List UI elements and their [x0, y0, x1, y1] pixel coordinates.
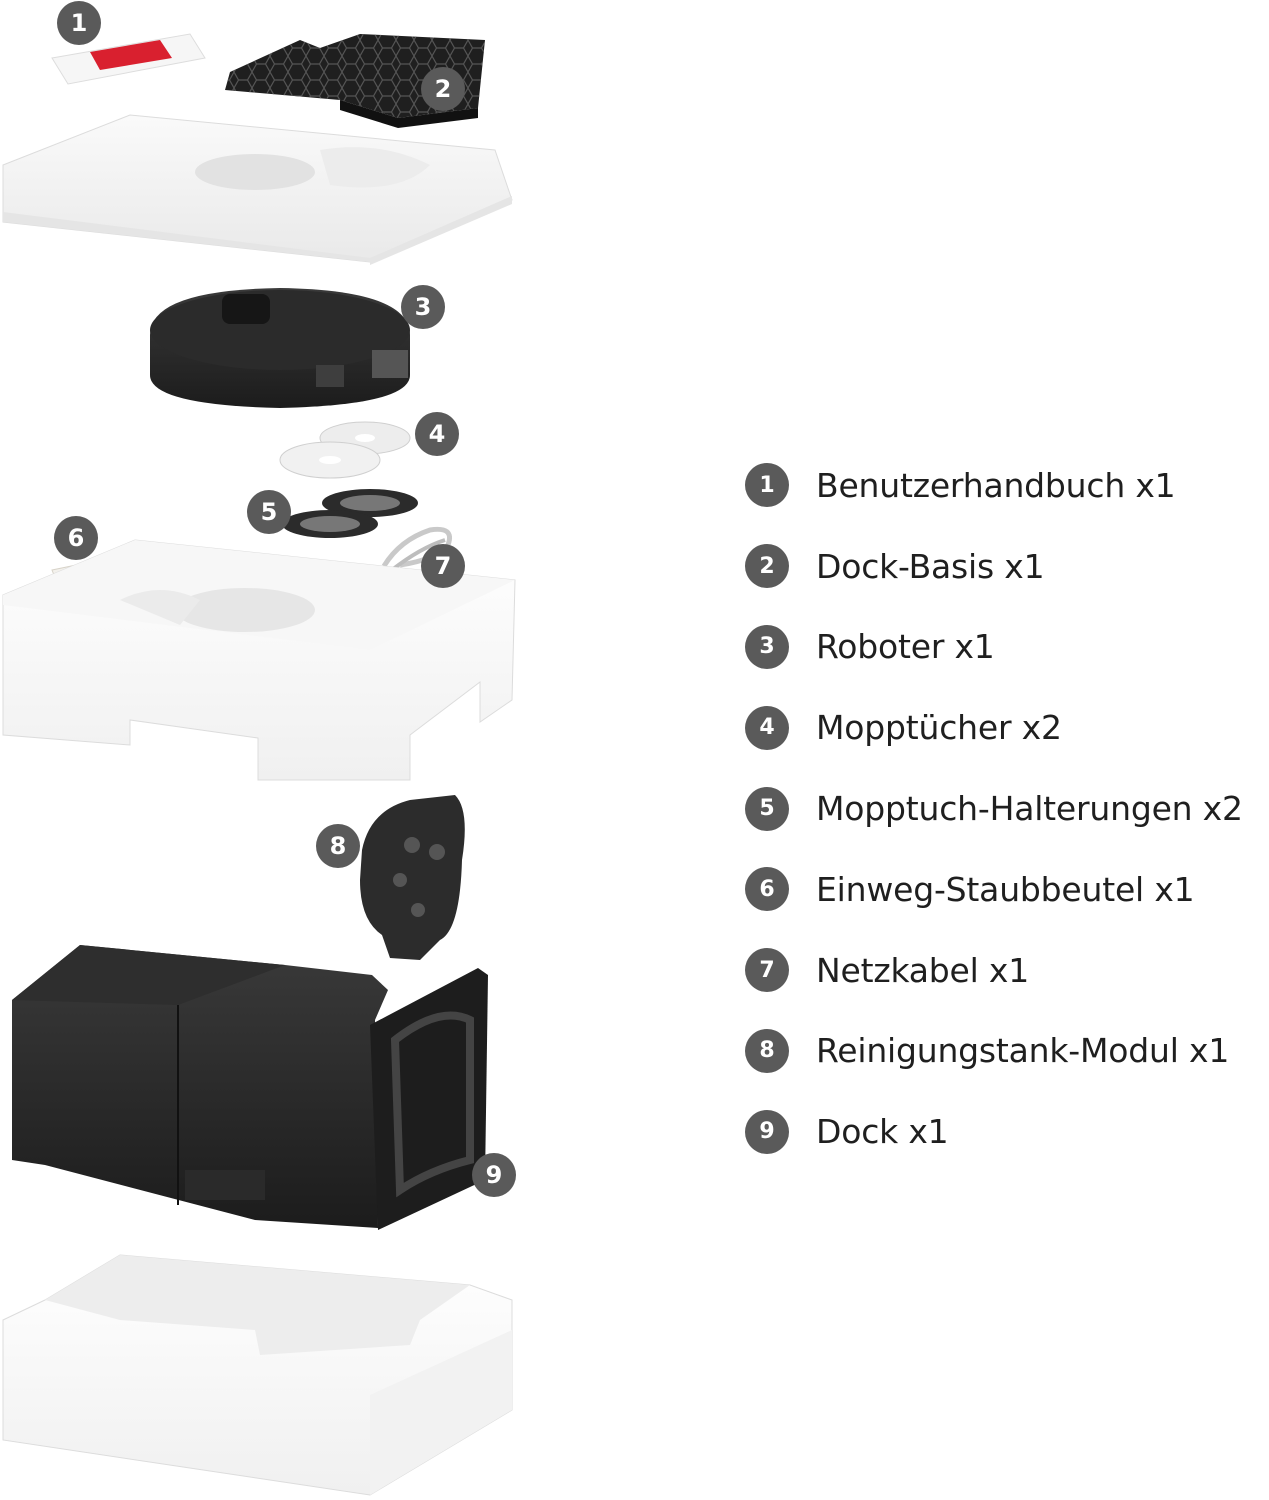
- legend-number: 8: [745, 1028, 789, 1073]
- legend-number: 4: [745, 705, 789, 750]
- legend-label: Mopptücher x2: [816, 708, 1062, 748]
- legend-item: 9 Dock x1: [745, 1091, 1243, 1172]
- mop-holders-illustration: [282, 489, 418, 538]
- marker-8: 8: [316, 824, 360, 868]
- marker-5: 5: [247, 490, 291, 534]
- bottom-foam-tray-illustration: [2, 1254, 513, 1496]
- marker-2: 2: [421, 67, 465, 111]
- marker-4: 4: [415, 412, 459, 456]
- legend-number: 9: [745, 1109, 789, 1154]
- top-foam-tray-illustration: [2, 114, 513, 265]
- legend-label: Reinigungstank-Modul x1: [816, 1031, 1230, 1071]
- package-contents-illustration: [2, 33, 516, 1496]
- legend-label: Benutzerhandbuch x1: [816, 465, 1176, 505]
- legend-label: Dock x1: [816, 1112, 949, 1152]
- robot-illustration: [150, 288, 410, 408]
- cleaning-tank-module-illustration: [360, 795, 465, 960]
- marker-7: 7: [421, 544, 465, 588]
- dock-base-illustration: [225, 34, 485, 128]
- legend-label: Dock-Basis x1: [816, 546, 1045, 586]
- legend-number: 6: [745, 867, 789, 912]
- legend-item: 4 Mopptücher x2: [745, 687, 1243, 768]
- legend-item: 7 Netzkabel x1: [745, 930, 1243, 1011]
- legend-number: 1: [745, 463, 789, 508]
- legend-number: 2: [745, 544, 789, 589]
- legend-item: 2 Dock-Basis x1: [745, 526, 1243, 607]
- dock-illustration: [12, 945, 488, 1230]
- user-manual-illustration: [51, 33, 206, 85]
- middle-foam-tray-illustration: [2, 539, 516, 781]
- legend-number: 3: [745, 624, 789, 669]
- marker-6: 6: [54, 516, 98, 560]
- legend-item: 5 Mopptuch-Halterungen x2: [745, 768, 1243, 849]
- legend-number: 5: [745, 786, 789, 831]
- legend-item: 6 Einweg-Staubbeutel x1: [745, 849, 1243, 930]
- legend-label: Roboter x1: [816, 627, 995, 667]
- legend-item: 3 Roboter x1: [745, 607, 1243, 688]
- marker-9: 9: [472, 1153, 516, 1197]
- legend-number: 7: [745, 948, 789, 993]
- marker-3: 3: [401, 285, 445, 329]
- legend-item: 8 Reinigungstank-Modul x1: [745, 1011, 1243, 1092]
- legend-label: Netzkabel x1: [816, 950, 1030, 990]
- contents-legend: 1 Benutzerhandbuch x1 2 Dock-Basis x1 3 …: [745, 445, 1243, 1172]
- legend-label: Mopptuch-Halterungen x2: [816, 789, 1243, 829]
- legend-item: 1 Benutzerhandbuch x1: [745, 445, 1243, 526]
- marker-1: 1: [57, 1, 101, 45]
- legend-label: Einweg-Staubbeutel x1: [816, 869, 1195, 909]
- mop-pads-illustration: [279, 421, 411, 479]
